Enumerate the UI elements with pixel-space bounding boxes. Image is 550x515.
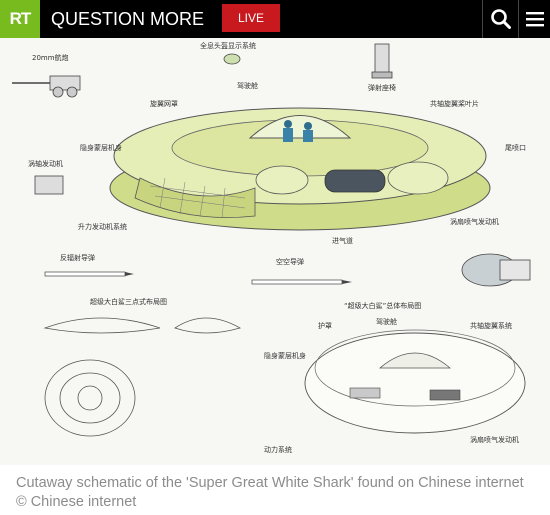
label-air-intake: 进气道 — [332, 236, 353, 245]
label-small-coaxial: 共轴旋翼系统 — [470, 321, 512, 330]
cutaway-schematic: 20mm航炮 全息头盔显示系统 弹射座椅 — [12, 41, 531, 454]
rt-logo[interactable]: RT — [0, 0, 40, 38]
label-display: 全息头盔显示系统 — [200, 41, 256, 50]
search-icon — [491, 9, 511, 29]
label-small-turbofan: 涡扇喷气发动机 — [470, 435, 519, 444]
label-three-view: 超级大白鲨三点式布局图 — [90, 297, 167, 306]
label-small-power: 动力系统 — [264, 445, 292, 454]
article-image: 20mm航炮 全息头盔显示系统 弹射座椅 — [0, 38, 550, 465]
label-small-guard: 护罩 — [318, 321, 332, 330]
label-cannon: 20mm航炮 — [32, 53, 69, 62]
live-button[interactable]: LIVE — [222, 4, 280, 32]
cannon-illustration — [12, 75, 81, 98]
top-navigation-bar: RT QUESTION MORE LIVE — [0, 0, 550, 38]
missile-anti-radiation — [44, 271, 134, 277]
label-coaxial-rotor: 共轴旋翼桨叶片 — [430, 99, 479, 108]
main-saucer-cutaway — [109, 107, 491, 231]
ejection-seat-illustration — [371, 43, 393, 79]
search-button[interactable] — [482, 0, 519, 38]
label-canopy: 驾驶舱 — [237, 81, 258, 90]
label-anti-radiation: 反辐射导弹 — [60, 253, 95, 262]
three-view-drawing — [43, 317, 242, 437]
turbofan-illustration — [461, 253, 531, 287]
label-tail-nozzle: 尾喷口 — [505, 143, 526, 152]
logo-text: RT — [9, 9, 32, 28]
helmet-icon — [223, 53, 241, 65]
layout-title: “超级大白鲨”总体布局图 — [344, 301, 421, 310]
label-small-canopy: 驾驶舱 — [376, 317, 397, 326]
label-lift-engine: 升力发动机系统 — [78, 222, 127, 231]
label-turbofan: 涡扇喷气发动机 — [450, 217, 499, 226]
label-aam: 空空导弹 — [276, 257, 304, 266]
engine-icon — [34, 175, 64, 195]
label-stealth-body: 隐身蒙层机身 — [80, 143, 122, 152]
image-caption: Cutaway schematic of the 'Super Great Wh… — [16, 475, 524, 510]
site-slogan[interactable]: QUESTION MORE — [51, 9, 205, 29]
label-ejection-seat: 弹射座椅 — [368, 83, 396, 92]
layout-diagram — [304, 329, 526, 434]
label-turbine-engine: 涡轴发动机 — [28, 159, 63, 168]
menu-button[interactable] — [518, 0, 550, 38]
menu-icon — [526, 12, 544, 27]
label-rotor-ring: 旋翼网罩 — [150, 99, 178, 108]
missile-aam — [251, 279, 352, 285]
label-small-body: 隐身蒙层机身 — [264, 351, 306, 360]
